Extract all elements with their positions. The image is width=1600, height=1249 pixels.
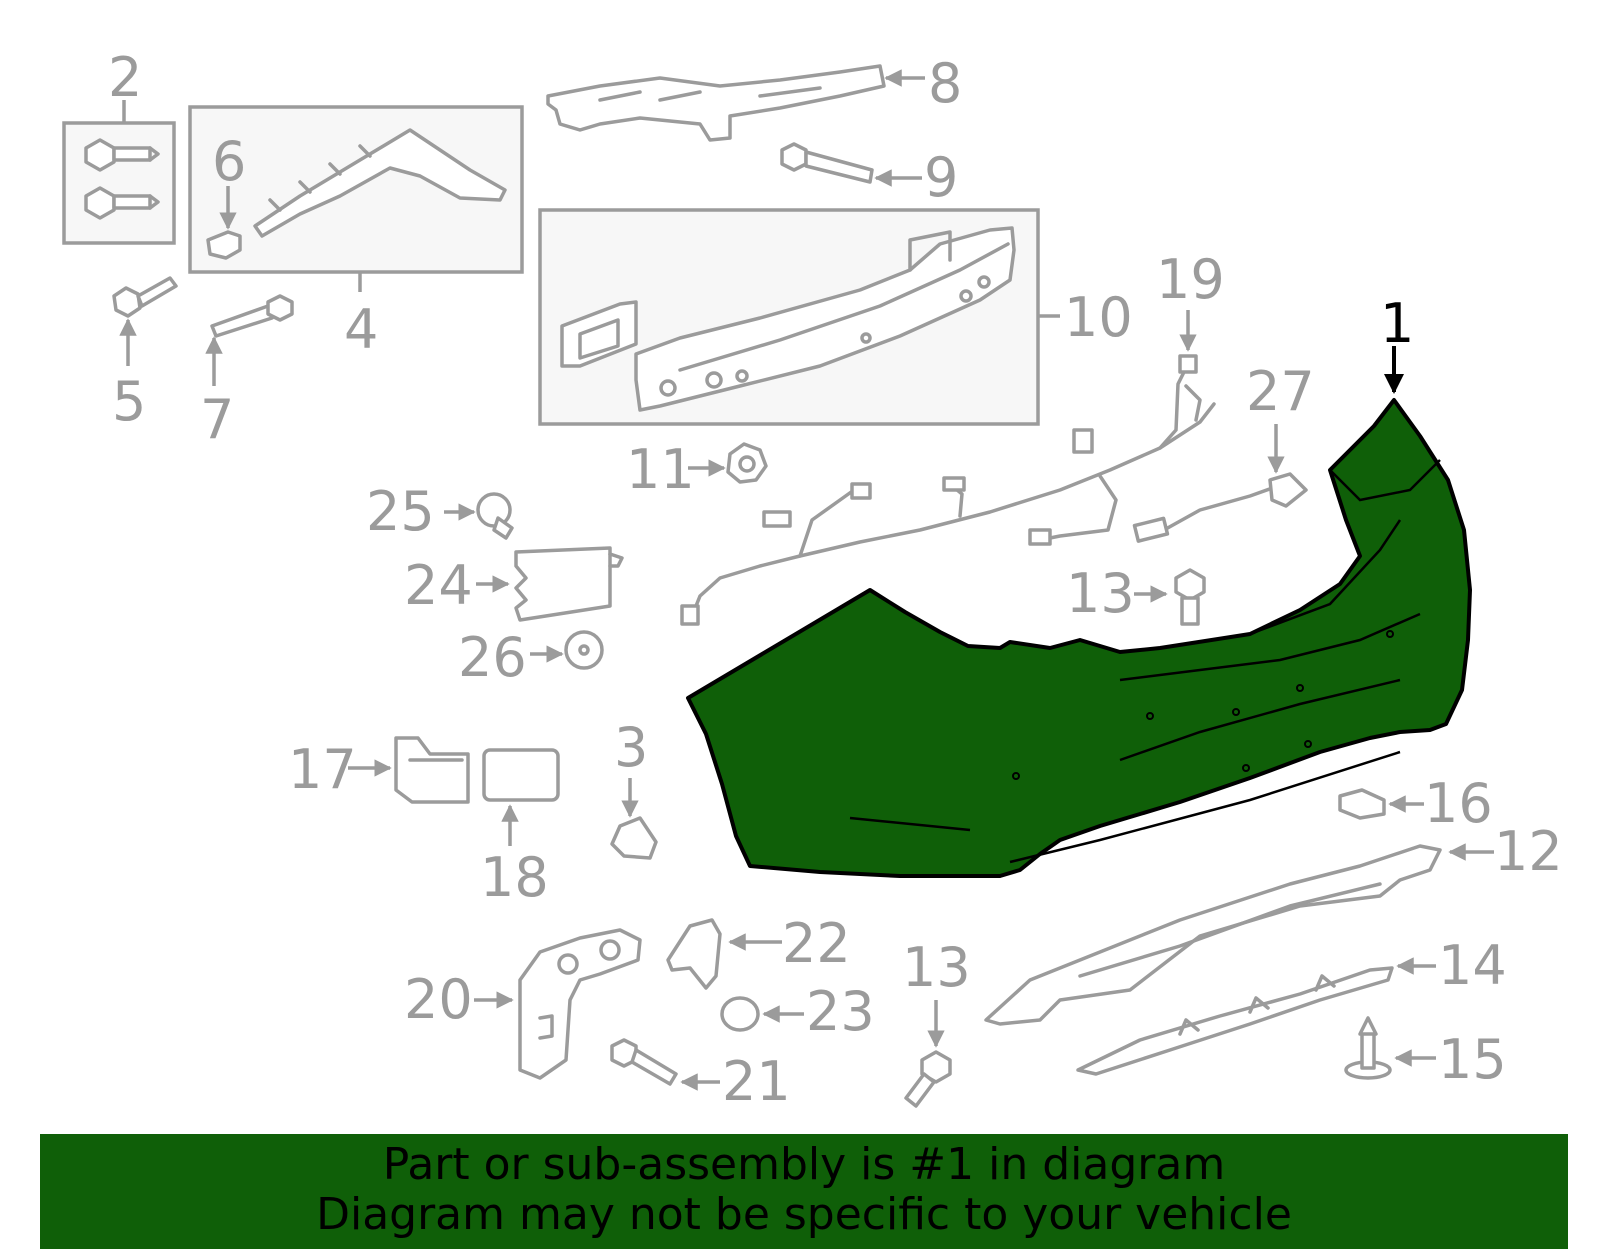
part-20-bracket[interactable]: [474, 928, 642, 1080]
callout-2[interactable]: 2: [108, 46, 142, 109]
callout-10[interactable]: 10: [1064, 286, 1133, 349]
callout-20[interactable]: 20: [404, 968, 473, 1031]
part-10-reinforcement[interactable]: [538, 208, 1060, 426]
callout-21[interactable]: 21: [722, 1050, 791, 1113]
callout-8[interactable]: 8: [928, 52, 962, 115]
part-4-bracket-assembly[interactable]: [188, 105, 524, 292]
banner-line-2: Diagram may not be specific to your vehi…: [316, 1189, 1292, 1240]
callout-24[interactable]: 24: [404, 554, 473, 617]
callout-25[interactable]: 25: [366, 480, 435, 543]
callout-18[interactable]: 18: [480, 846, 549, 909]
parts-diagram: 1 2 3 4 5 6 7 8 9 10 11 12 13 13 14 15 1…: [62, 46, 1563, 1113]
part-21-bolt[interactable]: [610, 1038, 720, 1091]
part-25-clip[interactable]: [444, 492, 514, 540]
callout-22[interactable]: 22: [782, 912, 851, 975]
part-1-bumper-cover[interactable]: [686, 346, 1472, 878]
callout-3[interactable]: 3: [614, 716, 648, 779]
part-14-skid-plate[interactable]: [1076, 957, 1436, 1076]
callout-16[interactable]: 16: [1424, 772, 1493, 835]
part-15-push-pin[interactable]: [1344, 1016, 1436, 1080]
part-9-bolt[interactable]: [780, 142, 922, 187]
part-13-bolt-lower[interactable]: [904, 1000, 952, 1108]
part-27-sensor-harness[interactable]: [1132, 424, 1308, 543]
callout-13-lower[interactable]: 13: [902, 936, 971, 999]
part-18-pad[interactable]: [482, 748, 560, 846]
callout-27[interactable]: 27: [1246, 360, 1315, 423]
callout-17[interactable]: 17: [288, 738, 357, 801]
callout-14[interactable]: 14: [1438, 934, 1507, 997]
callout-9[interactable]: 9: [924, 146, 958, 209]
banner-line-1: Part or sub-assembly is #1 in diagram: [382, 1139, 1226, 1190]
info-banner: Part or sub-assembly is #1 in diagram Di…: [40, 1134, 1568, 1249]
part-6-clip[interactable]: [206, 186, 242, 260]
callout-19[interactable]: 19: [1156, 248, 1225, 311]
callout-5[interactable]: 5: [112, 370, 146, 433]
callout-4[interactable]: 4: [344, 298, 378, 361]
callout-7[interactable]: 7: [200, 388, 234, 451]
part-12-lower-cover[interactable]: [984, 843, 1494, 1026]
part-16-pad[interactable]: [1338, 788, 1424, 820]
callout-11[interactable]: 11: [626, 438, 695, 501]
callout-26[interactable]: 26: [458, 626, 527, 689]
part-19-wiring-harness[interactable]: [680, 310, 1216, 626]
part-26-washer[interactable]: [530, 630, 604, 670]
part-11-nut[interactable]: [688, 442, 768, 484]
callout-23[interactable]: 23: [806, 980, 875, 1043]
part-3-clip[interactable]: [610, 778, 658, 860]
part-13-bolt-upper[interactable]: [1134, 568, 1206, 626]
part-8-bracket[interactable]: [546, 64, 925, 142]
part-23-grommet[interactable]: [720, 996, 804, 1032]
part-2-bolts[interactable]: [62, 100, 176, 245]
callout-6[interactable]: 6: [212, 130, 246, 193]
part-24-bracket[interactable]: [476, 546, 624, 622]
part-5-screw[interactable]: [112, 276, 178, 366]
callout-1[interactable]: 1: [1380, 292, 1414, 355]
callout-12[interactable]: 12: [1494, 820, 1563, 883]
part-7-bolt[interactable]: [205, 294, 294, 386]
callout-15[interactable]: 15: [1438, 1028, 1507, 1091]
part-22-bracket[interactable]: [666, 918, 782, 990]
part-17-bracket[interactable]: [348, 736, 470, 804]
callout-13[interactable]: 13: [1066, 562, 1135, 625]
